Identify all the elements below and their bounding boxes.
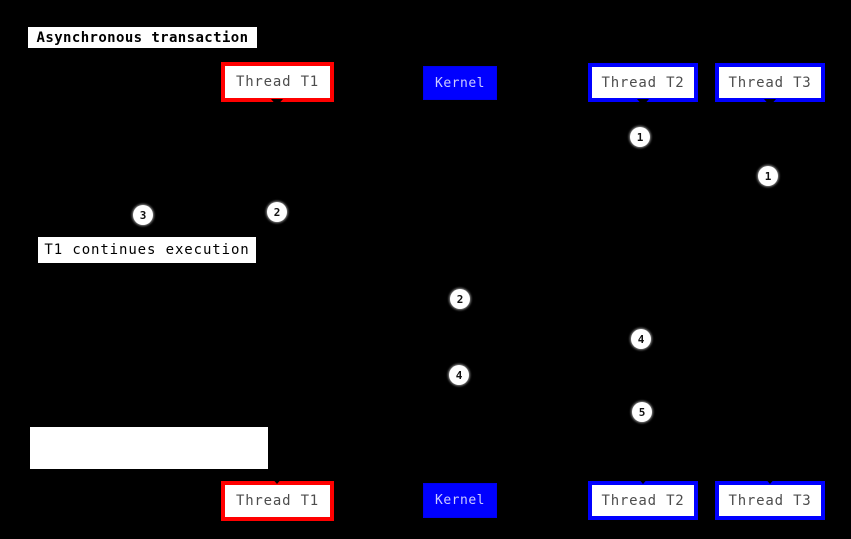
participant-bottom-thread-t1: Thread T1: [221, 481, 334, 521]
participant-top-thread-t3: Thread T3: [715, 63, 825, 102]
lifeline-tick-icon: [764, 477, 776, 484]
participant-bottom-thread-t3: Thread T3: [715, 481, 825, 520]
step-marker: 1: [758, 166, 778, 186]
lifeline-thread-t2: [642, 102, 643, 481]
lifeline-tick-icon: [271, 477, 283, 484]
diagram-title: Asynchronous transaction: [28, 27, 257, 48]
note-blank: [30, 427, 268, 469]
step-marker: 2: [267, 202, 287, 222]
lifeline-tick-icon: [637, 99, 649, 106]
step-marker: 2: [450, 289, 470, 309]
participant-top-kernel: Kernel: [423, 66, 497, 100]
lifeline-tick-icon: [637, 477, 649, 484]
step-marker: 5: [632, 402, 652, 422]
participant-top-thread-t2: Thread T2: [588, 63, 698, 102]
note-t1-continues-execution: T1 continues execution: [38, 237, 256, 263]
lifeline-thread-t1: [276, 102, 277, 481]
lifeline-tick-icon: [764, 99, 776, 106]
step-marker: 4: [449, 365, 469, 385]
participant-top-thread-t1: Thread T1: [221, 62, 334, 102]
step-marker: 4: [631, 329, 651, 349]
lifeline-thread-t3: [769, 102, 770, 481]
participant-bottom-thread-t2: Thread T2: [588, 481, 698, 520]
lifeline-tick-icon: [271, 99, 283, 106]
step-marker: 3: [133, 205, 153, 225]
step-marker: 1: [630, 127, 650, 147]
participant-bottom-kernel: Kernel: [423, 483, 497, 518]
